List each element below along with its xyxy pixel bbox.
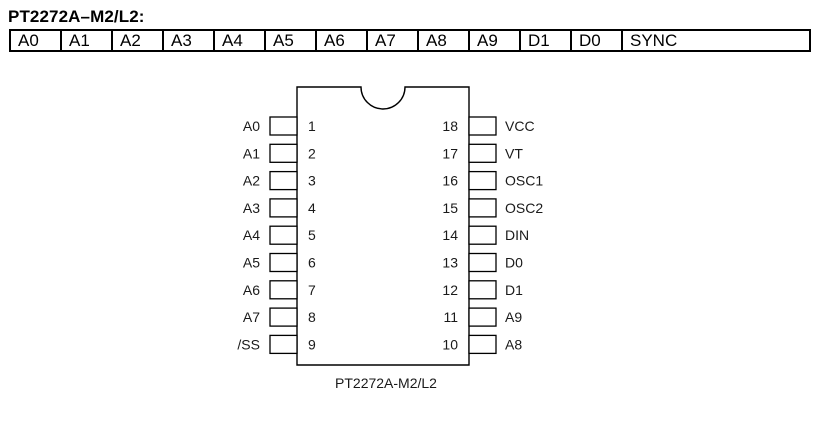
pin-label: /SS <box>237 336 260 352</box>
pin-pad <box>468 280 497 300</box>
pin-7: A6 7 <box>243 280 316 300</box>
pin-17: 17 VT <box>442 143 523 163</box>
pin-label: D1 <box>505 282 523 298</box>
pin-1: A0 1 <box>243 116 316 136</box>
pin-label: OSC2 <box>505 200 543 216</box>
pin-pad <box>269 307 298 327</box>
pin-pad <box>468 143 497 163</box>
pin-number: 9 <box>308 336 316 352</box>
pin-5: A4 5 <box>243 225 316 245</box>
pin-label: OSC1 <box>505 173 543 189</box>
pin-pad <box>468 225 497 245</box>
diagram-title: PT2272A–M2/L2: <box>8 7 145 26</box>
pin-10: 10 A8 <box>442 334 522 355</box>
pin-number: 16 <box>442 173 458 189</box>
pin-number: 13 <box>442 255 458 271</box>
pin-number: 18 <box>442 118 458 134</box>
chip-body <box>296 86 470 366</box>
pin-pad <box>269 143 298 163</box>
pin-pad <box>468 334 497 355</box>
pin-number: 17 <box>442 145 458 161</box>
pin-13: 13 D0 <box>442 252 523 273</box>
pin-label: DIN <box>505 227 529 243</box>
pin-pad <box>269 116 298 136</box>
pin-pad <box>468 252 497 273</box>
pin-number: 2 <box>308 145 316 161</box>
code-cell-a4: A4 <box>215 31 266 50</box>
code-cell-sync: SYNC <box>630 31 678 50</box>
pin-label: A2 <box>243 173 260 189</box>
pin-number: 12 <box>442 282 458 298</box>
pin-number: 1 <box>308 118 316 134</box>
code-cell-a9: A9 <box>470 31 521 50</box>
pin-number: 6 <box>308 255 316 271</box>
pin-label: A1 <box>243 145 260 161</box>
right-pin-group: 18 VCC 17 VT 16 OSC1 15 OSC2 14 DIN 13 D0 12 D1 11 A9 10… <box>442 116 543 355</box>
pin-number: 7 <box>308 282 316 298</box>
code-cell-a1: A1 <box>62 31 113 50</box>
pin-2: A1 2 <box>243 143 316 163</box>
pin-label: A3 <box>243 200 260 216</box>
pin-pad <box>269 198 298 218</box>
pin-number: 5 <box>308 227 316 243</box>
pin-label: A0 <box>243 118 260 134</box>
pin-4: A3 4 <box>243 198 316 218</box>
pin-pad <box>269 334 298 355</box>
code-cell-d1: D1 <box>521 31 572 50</box>
chip-name: PT2272A-M2/L2 <box>335 375 437 391</box>
pin-3: A2 3 <box>243 170 316 191</box>
pin-number: 15 <box>442 200 458 216</box>
code-cell-a2: A2 <box>113 31 164 50</box>
pin-pad <box>468 307 497 327</box>
code-cell-d0: D0 <box>572 31 623 50</box>
pin-label: A5 <box>243 255 260 271</box>
pin-pad <box>269 170 298 191</box>
pin-label: D0 <box>505 255 523 271</box>
pin-11: 11 A9 <box>443 307 522 327</box>
pin-label: A6 <box>243 282 260 298</box>
pin-label: A4 <box>243 227 260 243</box>
pin-label: A8 <box>505 336 522 352</box>
code-cell-a5: A5 <box>266 31 317 50</box>
pin-12: 12 D1 <box>442 280 523 300</box>
pin-number: 3 <box>308 173 316 189</box>
code-cell-a8: A8 <box>419 31 470 50</box>
pin-label: VCC <box>505 118 535 134</box>
code-cell-a6: A6 <box>317 31 368 50</box>
pin-number: 10 <box>442 336 458 352</box>
pin-label: A7 <box>243 309 260 325</box>
pin-pad <box>269 225 298 245</box>
pin-9: /SS 9 <box>237 334 316 355</box>
pin-number: 14 <box>442 227 458 243</box>
pin-number: 11 <box>443 309 458 325</box>
pin-pad <box>468 198 497 218</box>
pin-6: A5 6 <box>243 252 316 273</box>
pin-pad <box>269 280 298 300</box>
pin-pad <box>269 252 298 273</box>
pin-number: 8 <box>308 309 316 325</box>
pin-pad <box>468 170 497 191</box>
code-cell-a7: A7 <box>368 31 419 50</box>
pin-14: 14 DIN <box>442 225 529 245</box>
pin-16: 16 OSC1 <box>442 170 543 191</box>
code-cell-a0: A0 <box>11 31 62 50</box>
code-cell-a3: A3 <box>164 31 215 50</box>
left-pin-group: A0 1A1 2A2 3A3 4A4 5A5 6A6 7A7 8/SS 9 <box>237 116 316 355</box>
pin-18: 18 VCC <box>442 116 535 136</box>
pin-label: VT <box>505 145 523 161</box>
pin-number: 4 <box>308 200 316 216</box>
pin-label: A9 <box>505 309 522 325</box>
pin-15: 15 OSC2 <box>442 198 543 218</box>
chip-outline <box>296 86 470 366</box>
pin-pad <box>468 116 497 136</box>
pin-8: A7 8 <box>243 307 316 327</box>
